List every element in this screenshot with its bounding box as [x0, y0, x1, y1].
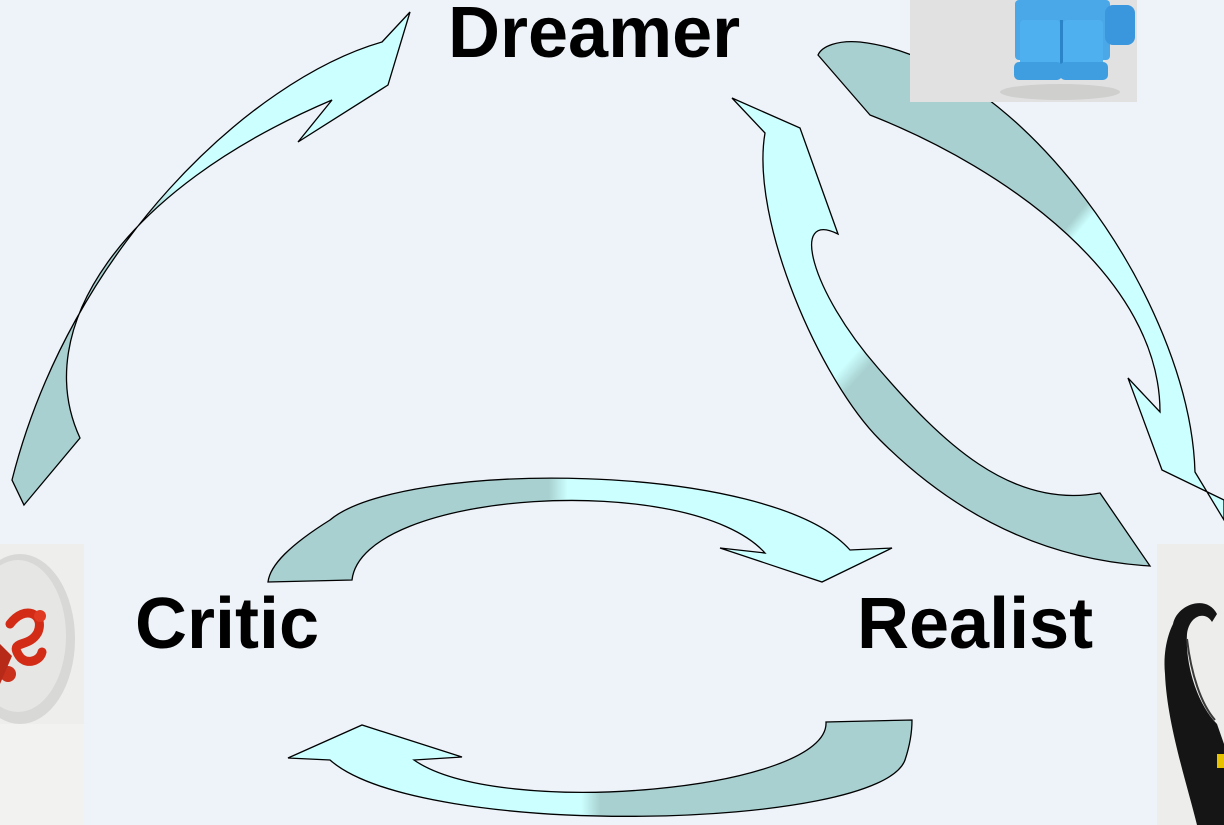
critic-figure-photo	[0, 544, 84, 825]
arrow-critic-to-dreamer	[11, 11, 411, 507]
arrow-critic-to-realist	[267, 477, 893, 583]
dreamer-label: Dreamer	[448, 0, 741, 73]
arrow-realist-to-critic	[287, 719, 913, 817]
critic-label: Critic	[135, 584, 320, 664]
realist-label: Realist	[857, 584, 1094, 664]
realist-figure-photo	[1157, 544, 1224, 825]
arrow-dreamer-to-realist	[817, 40, 1224, 522]
dreamer-figure-photo	[910, 0, 1137, 102]
arrow-realist-to-dreamer	[731, 97, 1152, 567]
